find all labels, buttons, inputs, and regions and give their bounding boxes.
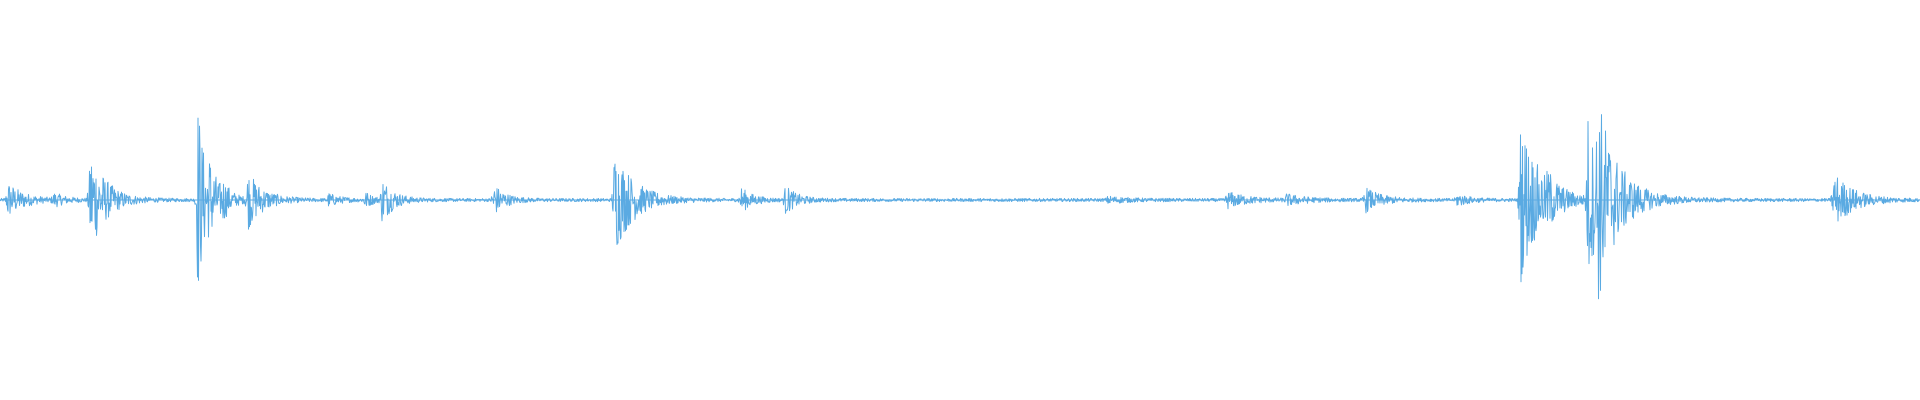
waveform-trace — [0, 114, 1920, 300]
